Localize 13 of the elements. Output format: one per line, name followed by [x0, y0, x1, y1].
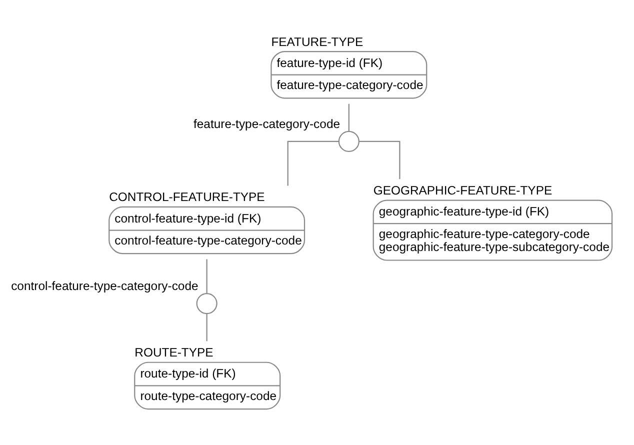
connector: [206, 314, 208, 342]
node-circle: [338, 130, 360, 152]
node-label: feature-type-category-code: [194, 116, 340, 131]
node-circle: [196, 293, 218, 314]
node-label: ROUTE-TYPE: [134, 346, 214, 360]
connector: [348, 104, 350, 132]
node-label: GEOGRAPHIC-FEATURE-TYPE: [373, 184, 552, 198]
connector: [359, 140, 400, 180]
node-label: FEATURE-TYPE: [271, 34, 364, 49]
node-label: CONTROL-FEATURE-TYPE: [109, 190, 265, 204]
connector: [206, 259, 208, 294]
connector: [287, 140, 339, 186]
node-label: control-feature-type-category-code: [11, 279, 198, 293]
